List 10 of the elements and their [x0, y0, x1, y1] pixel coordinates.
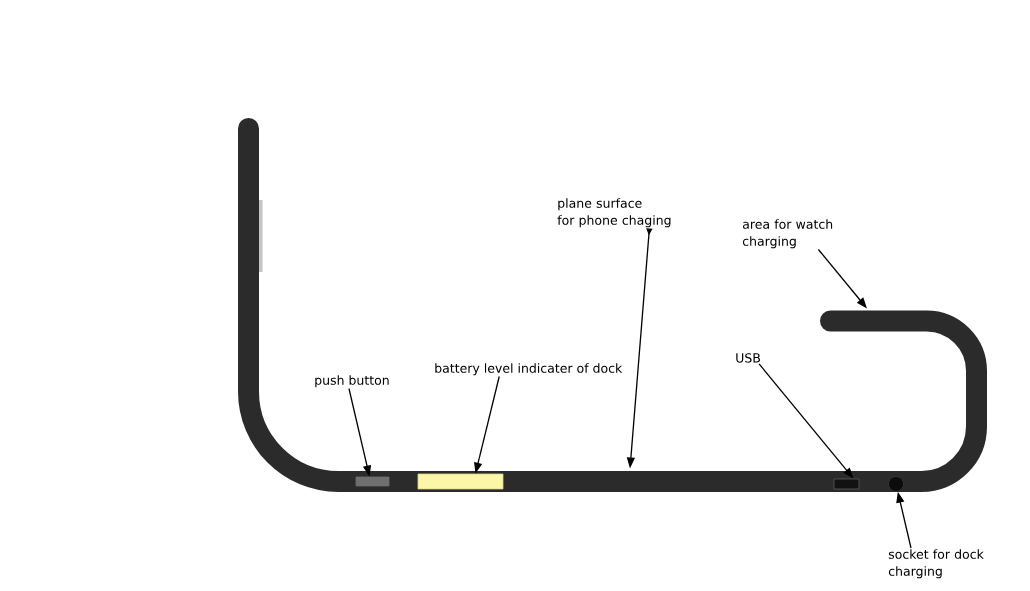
callout-label: battery level indicater of dock	[435, 363, 623, 376]
callout-label: push button	[315, 375, 389, 388]
callout-label: plane surface for phone chaging	[557, 198, 671, 228]
callout-label: area for watch charging	[742, 219, 833, 249]
callout-label: USB	[736, 353, 760, 363]
battery-indicator	[417, 473, 504, 490]
callout-label: socket for dock charging	[888, 549, 984, 579]
push-button	[355, 476, 390, 487]
usb-port	[833, 478, 860, 490]
charging-socket	[888, 476, 904, 492]
